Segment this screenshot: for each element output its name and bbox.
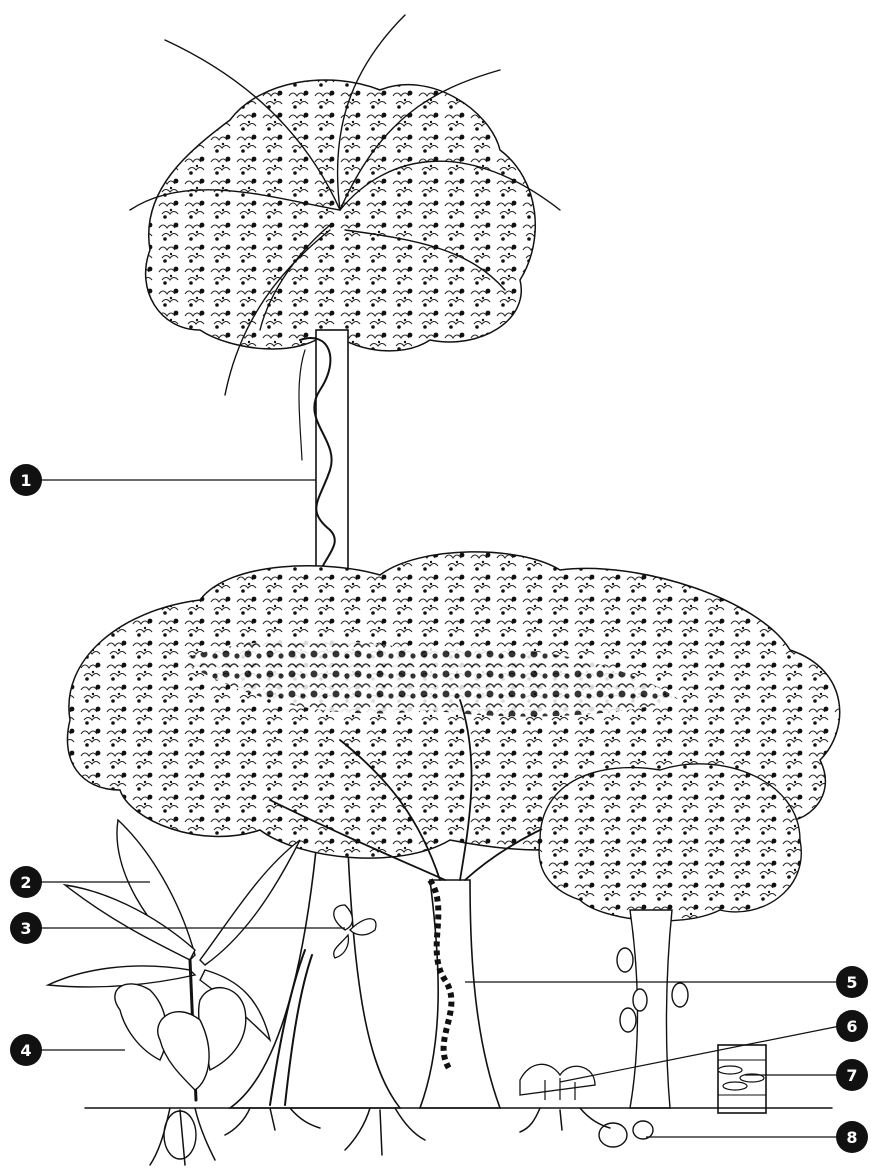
callout-4: 4 <box>10 1034 42 1066</box>
callout-number: 2 <box>20 873 31 892</box>
callout-7: 7 <box>836 1059 868 1091</box>
emergent-tree-crown <box>146 80 536 351</box>
taro-plant <box>115 984 246 1159</box>
callout-number: 8 <box>846 1128 857 1147</box>
callout-2: 2 <box>10 866 42 898</box>
leader-line-6 <box>560 1026 840 1082</box>
callout-number: 5 <box>846 973 857 992</box>
callout-6: 6 <box>836 1010 868 1042</box>
callout-number: 3 <box>20 919 31 938</box>
callout-number: 7 <box>846 1066 857 1085</box>
callout-3: 3 <box>10 912 42 944</box>
log-with-mushrooms <box>718 1045 766 1113</box>
callout-number: 1 <box>20 471 31 490</box>
ground-herb <box>520 1064 595 1100</box>
callout-5: 5 <box>836 966 868 998</box>
callout-8: 8 <box>836 1121 868 1153</box>
callout-1: 1 <box>10 464 42 496</box>
root-tubers <box>599 1121 653 1147</box>
callout-number: 6 <box>846 1017 857 1036</box>
callout-number: 4 <box>20 1041 31 1060</box>
